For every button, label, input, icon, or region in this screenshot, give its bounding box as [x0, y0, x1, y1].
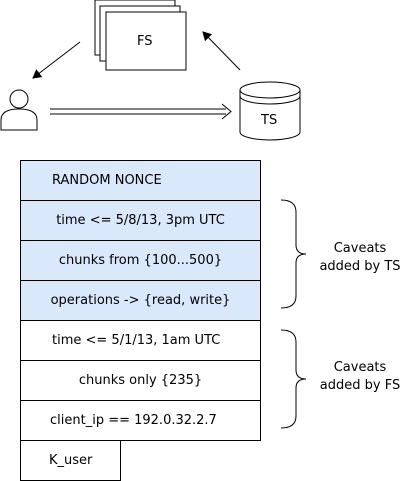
ts-label: TS	[261, 113, 278, 128]
ts-caveat-time-row: time <= 5/8/13, 3pm UTC	[20, 200, 261, 241]
k-user-text: K_user	[49, 453, 93, 468]
fs-caveats-annotation: Caveats added by FS	[305, 359, 411, 395]
ts-caveat-operations-row: operations -> {read, write}	[20, 280, 261, 321]
fs-caveat-client-ip-text: client_ip == 192.0.32.2.7	[50, 413, 217, 428]
fs-caveat-chunks-row: chunks only {235}	[20, 360, 261, 401]
ts-caveat-chunks-row: chunks from {100...500}	[20, 240, 261, 281]
random-nonce-text: RANDOM NONCE	[52, 173, 162, 188]
fs-caveat-time-row: time <= 5/1/13, 1am UTC	[20, 320, 261, 361]
user-icon	[0, 89, 38, 131]
user-to-ts-arrow	[50, 103, 232, 120]
fs-caveats-brace	[280, 329, 307, 429]
ts-caveats-line-1: Caveats	[333, 241, 387, 256]
fs-caveat-chunks-text: chunks only {235}	[78, 373, 203, 388]
ts-caveats-brace	[280, 199, 307, 309]
fs-caveats-line-1: Caveats	[333, 360, 387, 375]
fs-caveat-time-text: time <= 5/1/13, 1am UTC	[52, 333, 221, 348]
fs-label: FS	[137, 34, 153, 49]
fs-caveat-client-ip-row: client_ip == 192.0.32.2.7	[20, 400, 261, 441]
ts-caveats-line-2: added by TS	[319, 259, 401, 274]
random-nonce-row: RANDOM NONCE	[20, 160, 261, 201]
fs-document-stack	[94, 0, 187, 71]
ts-to-fs-arrow	[202, 31, 241, 71]
ts-caveat-chunks-text: chunks from {100...500}	[58, 253, 223, 268]
fs-to-user-arrow	[32, 41, 81, 79]
ts-database-icon	[239, 81, 301, 141]
ts-caveat-operations-text: operations -> {read, write}	[50, 293, 231, 308]
ts-caveats-annotation: Caveats added by TS	[305, 240, 411, 276]
k-user-box: K_user	[20, 440, 121, 481]
fs-caveats-line-2: added by FS	[319, 378, 401, 393]
ts-caveat-time-text: time <= 5/8/13, 3pm UTC	[56, 213, 225, 228]
